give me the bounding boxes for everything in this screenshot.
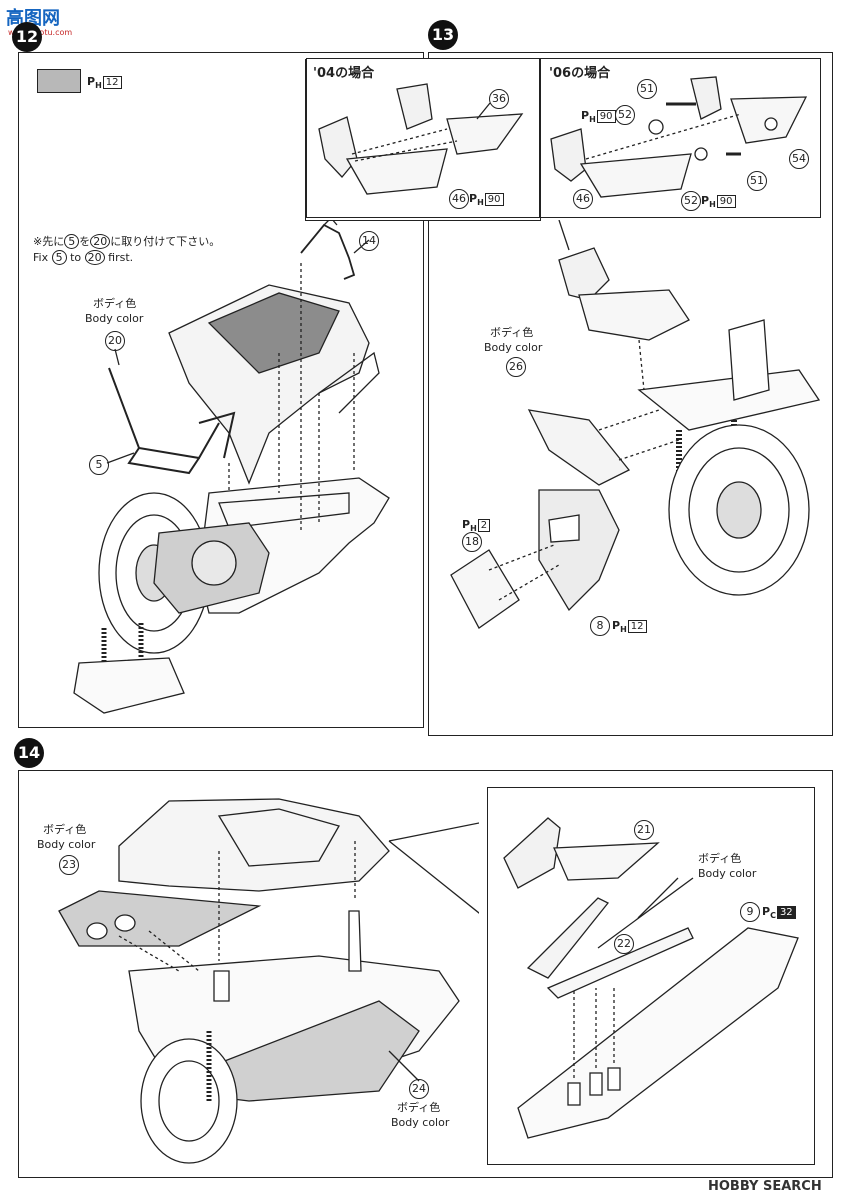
part-52a-label: 52 [615, 105, 635, 125]
part-23-label: 23 [59, 855, 79, 875]
body-color-jp-21: ボディ色 [698, 852, 742, 865]
part-52b-label: 52 [681, 191, 701, 211]
part-24-label: 24 [409, 1079, 429, 1099]
part-51a-label: 51 [637, 79, 657, 99]
cowl-04-illustration [318, 83, 524, 195]
hobbysearch-watermark: HOBBY SEARCH [708, 1179, 822, 1194]
color-swatch [37, 69, 81, 93]
scooter-frame-illustration [73, 217, 390, 714]
rear-assembly-illustration [58, 798, 479, 1164]
part-36-label: 36 [489, 89, 509, 109]
step-14-badge: 14 [14, 738, 44, 768]
part-8-label: 8 [590, 616, 610, 636]
body-color-en-13: Body color [484, 341, 543, 354]
part-46-label-06: 46 [573, 189, 593, 209]
body-color-jp-23: ボディ色 [43, 823, 87, 836]
step-14-panel: ボディ色 Body color 23 24 ボディ色 Body color 21… [18, 770, 833, 1178]
body-color-jp-12: ボディ色 [93, 297, 137, 310]
body-color-jp-13: ボディ色 [490, 326, 534, 339]
body-color-en-23: Body color [37, 838, 96, 851]
part-54-label: 54 [789, 149, 809, 169]
part-51b-label: 51 [747, 171, 767, 191]
part-22-label: 22 [614, 934, 634, 954]
part-21-label: 21 [634, 820, 654, 840]
part-18-label: 18 [462, 532, 482, 552]
body-color-jp-24: ボディ色 [397, 1101, 441, 1114]
step-12-badge: 12 [12, 22, 42, 52]
part-5-label: 5 [89, 455, 109, 475]
body-undercover-illustration [503, 817, 799, 1139]
part-46-label-04: 46 [449, 189, 469, 209]
step-13-badge: 13 [428, 20, 458, 50]
case-04-title: '04の場合 [313, 66, 375, 81]
case-06-title: '06の場合 [549, 66, 611, 81]
body-color-en-21: Body color [698, 867, 757, 880]
body-color-en-24: Body color [391, 1116, 450, 1129]
body-color-en-12: Body color [85, 312, 144, 325]
front-assembly-illustration [450, 220, 821, 629]
cowl-06-illustration [550, 76, 808, 198]
part-26-label: 26 [506, 357, 526, 377]
part-9-label: 9 [740, 902, 760, 922]
note-en: Fix 5 to 20 first. [33, 250, 134, 265]
